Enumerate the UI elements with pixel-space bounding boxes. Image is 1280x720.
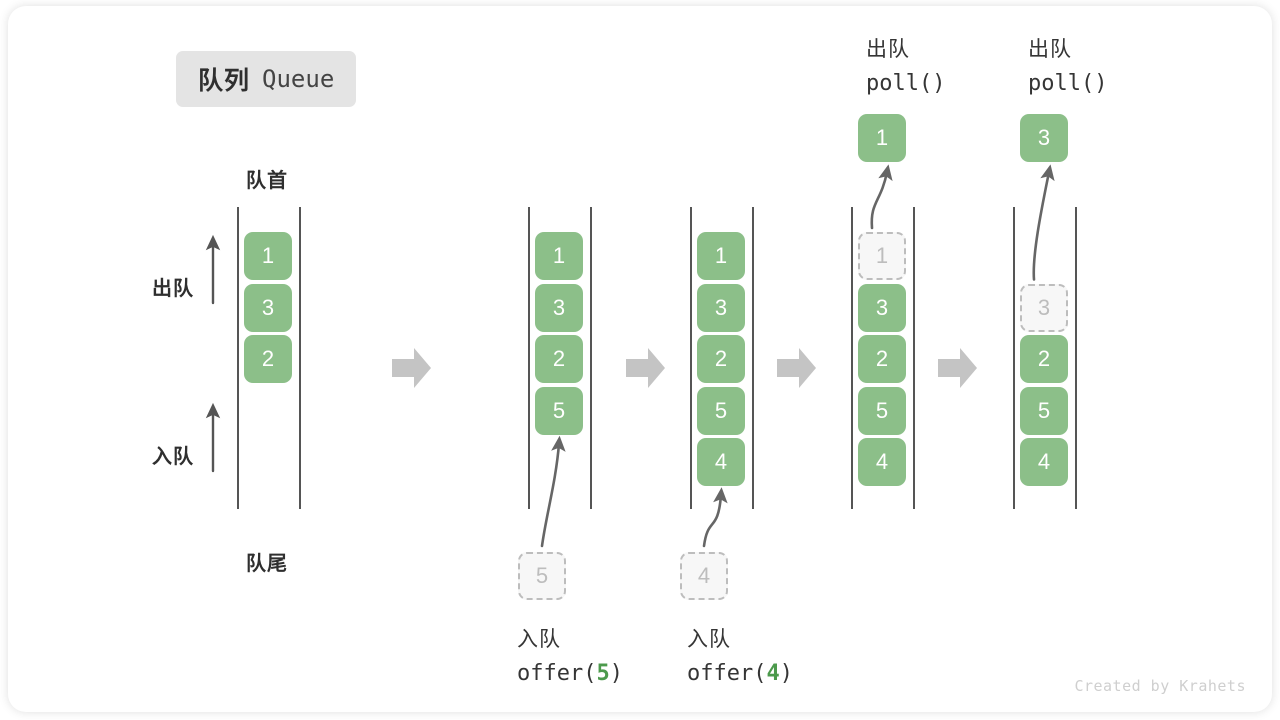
queue-cell-filled: 5 [858,386,906,435]
queue-cell-filled: 2 [244,335,292,383]
watermark-text: Created by Krahets [1074,677,1246,695]
arrow-overlay [205,164,1055,548]
queue-head-label: 队首 [246,170,288,192]
queue-rail-right [299,207,301,509]
caption-offer-4-code: offer(4) [687,661,793,686]
enqueue-direction-label: 入队 [152,446,194,468]
queue-cell-filled: 2 [535,335,583,383]
queue-cell-filled: 5 [1020,386,1068,435]
queue-cell-filled: 4 [858,438,906,486]
caption-poll-2-chinese: 出队 [1028,38,1072,61]
queue-cell-filled: 4 [697,438,745,486]
diagram-card: 队列 Queue 队首 队尾 出队 入队 出队 poll() 出队 poll()… [8,6,1272,712]
step-arrow [777,348,816,388]
outgoing-element: 1 [858,114,906,162]
queue-rail-left [690,207,692,509]
incoming-element-ghost: 4 [680,552,728,600]
step-arrow [626,348,665,388]
queue-cell-filled: 2 [697,335,745,383]
caption-offer-5-code: offer(5) [517,661,623,686]
queue-cell-ghost: 3 [1020,283,1068,332]
queue-rail-right [913,207,915,509]
caption-poll-2: 出队 poll() [1028,33,1107,101]
diagram-title-badge: 队列 Queue [176,51,357,107]
queue-cell-filled: 2 [858,335,906,383]
caption-offer-4-chinese: 入队 [687,628,731,651]
step-arrow [938,348,977,388]
caption-poll-2-code: poll() [1028,71,1108,96]
caption-offer-5: 入队 offer(5) [517,623,623,691]
caption-offer-5-arg: 5 [596,661,610,686]
queue-rail-left [237,207,239,509]
queue-cell-filled: 3 [697,283,745,332]
queue-cell-filled: 1 [244,232,292,280]
caption-offer-5-chinese: 入队 [517,628,561,651]
queue-cell-ghost: 1 [858,232,906,280]
title-chinese: 队列 [198,67,251,95]
queue-rail-left [851,207,853,509]
queue-cell-filled: 5 [535,386,583,435]
step-arrow [392,348,431,388]
caption-poll-1-code: poll() [866,71,946,96]
queue-rail-left [1013,207,1015,509]
dequeue-direction-label: 出队 [152,278,194,300]
queue-cell-filled: 4 [1020,438,1068,486]
queue-rail-right [590,207,592,509]
queue-cell-filled: 1 [697,232,745,280]
caption-offer-4: 入队 offer(4) [687,623,793,691]
caption-offer-4-arg: 4 [766,661,780,686]
queue-cell-filled: 1 [535,232,583,280]
queue-cell-filled: 3 [858,283,906,332]
incoming-element-ghost: 5 [518,552,566,600]
queue-rail-right [752,207,754,509]
queue-cell-filled: 5 [697,386,745,435]
queue-rail-left [528,207,530,509]
outgoing-element: 3 [1020,114,1068,162]
queue-cell-filled: 3 [535,283,583,332]
title-english: Queue [262,65,335,93]
caption-poll-1-chinese: 出队 [866,38,910,61]
queue-cell-filled: 3 [244,283,292,332]
caption-poll-1: 出队 poll() [866,33,945,101]
queue-rail-right [1075,207,1077,509]
queue-cell-filled: 2 [1020,335,1068,383]
queue-tail-label: 队尾 [246,553,288,575]
